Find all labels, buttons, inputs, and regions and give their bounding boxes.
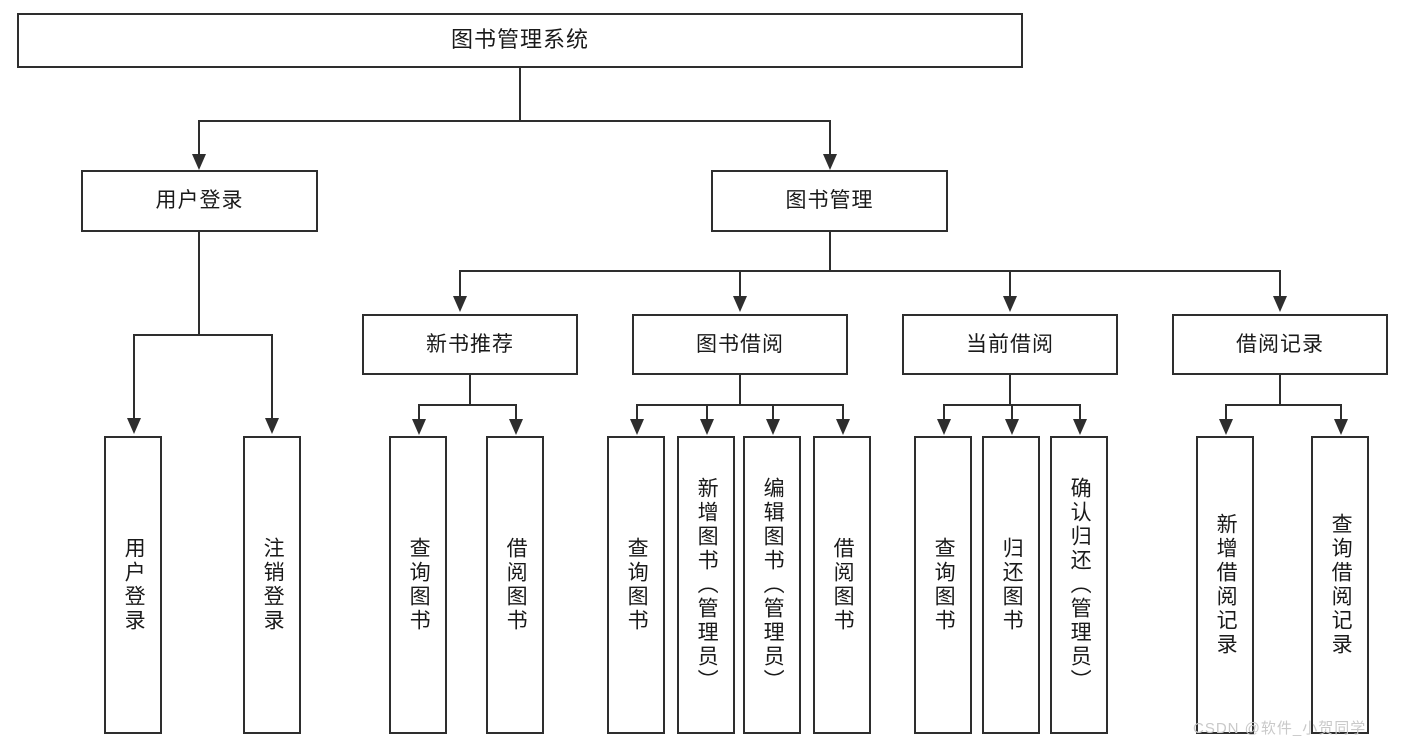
connector-bm-to-new-book xyxy=(459,270,461,298)
arrow-bm-to-borrow-record xyxy=(1273,296,1287,312)
node-leaf-edit-book-admin[interactable]: 编辑图书（管理员） xyxy=(743,436,801,734)
connector-bb-to-leaf-3 xyxy=(772,404,774,421)
arrow-user-login-to-leaf-2 xyxy=(265,418,279,434)
connector-bm-to-borrow-record xyxy=(1279,270,1281,298)
node-leaf-borrow-book-1[interactable]: 借阅图书 xyxy=(486,436,544,734)
csdn-watermark: CSDN @软件_小贺同学 xyxy=(1193,720,1367,737)
arrow-br-to-leaf-2 xyxy=(1334,419,1348,435)
connector-cb-to-leaf-1 xyxy=(943,404,945,421)
arrow-cb-to-leaf-2 xyxy=(1005,419,1019,435)
connector-root-to-book-management xyxy=(829,120,831,156)
connector-bm-to-current-borrow xyxy=(1009,270,1011,298)
connector-new-book-stem xyxy=(469,375,471,406)
connector-root-to-user-login xyxy=(198,120,200,156)
arrow-bb-to-leaf-2 xyxy=(700,419,714,435)
connector-book-management-bus xyxy=(459,270,1280,272)
node-borrow-record[interactable]: 借阅记录 xyxy=(1172,314,1388,375)
node-leaf-query-book-3[interactable]: 查询图书 xyxy=(914,436,972,734)
connector-borrow-record-bus xyxy=(1225,404,1341,406)
node-book-management[interactable]: 图书管理 xyxy=(711,170,948,232)
connector-new-book-to-leaf-1 xyxy=(418,404,420,421)
node-book-borrow[interactable]: 图书借阅 xyxy=(632,314,848,375)
connector-user-login-stem xyxy=(198,232,200,336)
arrow-new-book-to-leaf-2 xyxy=(509,419,523,435)
connector-cb-to-leaf-3 xyxy=(1079,404,1081,421)
arrow-bm-to-new-book xyxy=(453,296,467,312)
connector-user-login-to-leaf-1 xyxy=(133,334,135,420)
connector-current-borrow-stem xyxy=(1009,375,1011,406)
connector-new-book-to-leaf-2 xyxy=(515,404,517,421)
arrow-br-to-leaf-1 xyxy=(1219,419,1233,435)
connector-br-to-leaf-2 xyxy=(1340,404,1342,421)
arrow-new-book-to-leaf-1 xyxy=(412,419,426,435)
node-leaf-return-book[interactable]: 归还图书 xyxy=(982,436,1040,734)
arrow-bb-to-leaf-4 xyxy=(836,419,850,435)
node-leaf-query-book-1[interactable]: 查询图书 xyxy=(389,436,447,734)
node-leaf-query-borrow-record[interactable]: 查询借阅记录 xyxy=(1311,436,1369,734)
node-leaf-add-borrow-record[interactable]: 新增借阅记录 xyxy=(1196,436,1254,734)
arrow-root-to-user-login xyxy=(192,154,206,170)
connector-bb-to-leaf-1 xyxy=(636,404,638,421)
node-leaf-user-login[interactable]: 用户登录 xyxy=(104,436,162,734)
node-current-borrow[interactable]: 当前借阅 xyxy=(902,314,1118,375)
connector-root-bus xyxy=(198,120,831,122)
arrow-bm-to-current-borrow xyxy=(1003,296,1017,312)
arrow-root-to-book-management xyxy=(823,154,837,170)
node-user-login[interactable]: 用户登录 xyxy=(81,170,318,232)
arrow-bb-to-leaf-1 xyxy=(630,419,644,435)
node-leaf-logout-login[interactable]: 注销登录 xyxy=(243,436,301,734)
node-leaf-add-book-admin[interactable]: 新增图书（管理员） xyxy=(677,436,735,734)
connector-borrow-record-stem xyxy=(1279,375,1281,406)
connector-book-management-stem xyxy=(829,232,831,272)
connector-new-book-bus xyxy=(418,404,517,406)
connector-bb-to-leaf-4 xyxy=(842,404,844,421)
node-root-system[interactable]: 图书管理系统 xyxy=(17,13,1023,68)
connector-bm-to-book-borrow xyxy=(739,270,741,298)
connector-user-login-bus xyxy=(133,334,272,336)
arrow-cb-to-leaf-1 xyxy=(937,419,951,435)
node-new-book-recommend[interactable]: 新书推荐 xyxy=(362,314,578,375)
arrow-bb-to-leaf-3 xyxy=(766,419,780,435)
connector-root-stem xyxy=(519,68,521,121)
arrow-bm-to-book-borrow xyxy=(733,296,747,312)
connector-cb-to-leaf-2 xyxy=(1011,404,1013,421)
arrow-cb-to-leaf-3 xyxy=(1073,419,1087,435)
connector-br-to-leaf-1 xyxy=(1225,404,1227,421)
connector-bb-to-leaf-2 xyxy=(706,404,708,421)
node-leaf-confirm-return-admin[interactable]: 确认归还（管理员） xyxy=(1050,436,1108,734)
node-leaf-borrow-book-2[interactable]: 借阅图书 xyxy=(813,436,871,734)
connector-book-borrow-stem xyxy=(739,375,741,406)
node-leaf-query-book-2[interactable]: 查询图书 xyxy=(607,436,665,734)
connector-user-login-to-leaf-2 xyxy=(271,334,273,420)
connector-book-borrow-bus xyxy=(636,404,843,406)
arrow-user-login-to-leaf-1 xyxy=(127,418,141,434)
